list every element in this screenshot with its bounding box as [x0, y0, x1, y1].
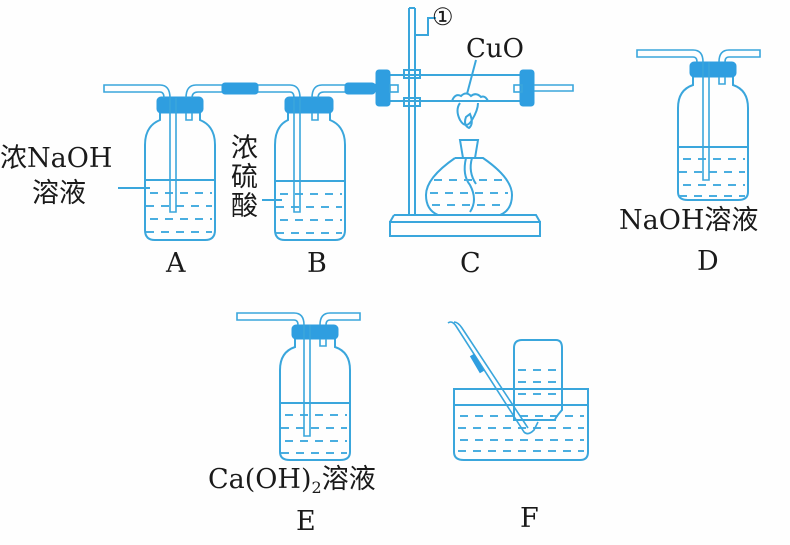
label-d-letter: D	[697, 246, 719, 277]
bottle-e-stopper	[291, 324, 339, 340]
label-c-letter: C	[460, 248, 481, 279]
label-a-reagent-line1: 浓NaOH	[0, 143, 113, 174]
bottle-b	[262, 84, 346, 241]
flame	[456, 102, 479, 130]
bottle-b-body	[274, 110, 346, 241]
apparatus-f	[447, 321, 589, 461]
label-e-suffix: 溶液	[321, 464, 376, 495]
alcohol-lamp-body	[424, 157, 514, 216]
cuo-leader	[466, 59, 477, 95]
bottle-e-body	[279, 337, 351, 461]
bottle-d	[636, 49, 761, 201]
gas-collecting-bottle	[513, 339, 563, 421]
label-cuo: CuO	[466, 34, 524, 64]
label-a-letter: A	[166, 248, 186, 279]
label-b-reagent: 浓硫酸	[226, 133, 257, 220]
bottle-a-body	[144, 110, 216, 241]
tube-left-stopper	[375, 69, 391, 107]
bottle-a	[103, 84, 222, 241]
marker-1-leader	[415, 17, 436, 36]
hard-glass-tube	[387, 74, 522, 102]
connector-a-b	[221, 82, 301, 99]
label-e-formula: Ca(OH)	[208, 464, 312, 495]
bottle-d-body	[677, 75, 749, 201]
iron-stand-rod	[408, 7, 416, 215]
cuo-powder	[451, 92, 489, 102]
bottle-a-stopper	[156, 96, 204, 114]
label-e-letter: E	[296, 506, 316, 537]
label-e-reagent: Ca(OH)2溶液	[208, 466, 376, 496]
bottle-d-stopper	[689, 61, 737, 78]
label-d-reagent: NaOH溶液	[619, 205, 759, 236]
label-f-letter: F	[520, 503, 539, 534]
water-trough	[453, 388, 589, 461]
marker-1: ①	[432, 3, 454, 31]
apparatus-c	[363, 7, 574, 237]
tube-right-stopper	[519, 69, 535, 107]
bottle-e	[236, 312, 361, 461]
delivery-tube	[447, 321, 539, 435]
iron-stand-base	[389, 214, 541, 237]
bottle-a-outlet-tube	[185, 84, 222, 121]
bottle-b-stopper	[284, 96, 334, 114]
label-e-subscript: 2	[311, 478, 322, 497]
label-b-letter: B	[307, 248, 327, 279]
lamp-wick	[463, 157, 477, 213]
label-a-reagent-line2: 溶液	[32, 178, 86, 209]
bottle-a-inlet-tube	[103, 84, 171, 99]
alcohol-lamp-cap	[458, 139, 480, 159]
